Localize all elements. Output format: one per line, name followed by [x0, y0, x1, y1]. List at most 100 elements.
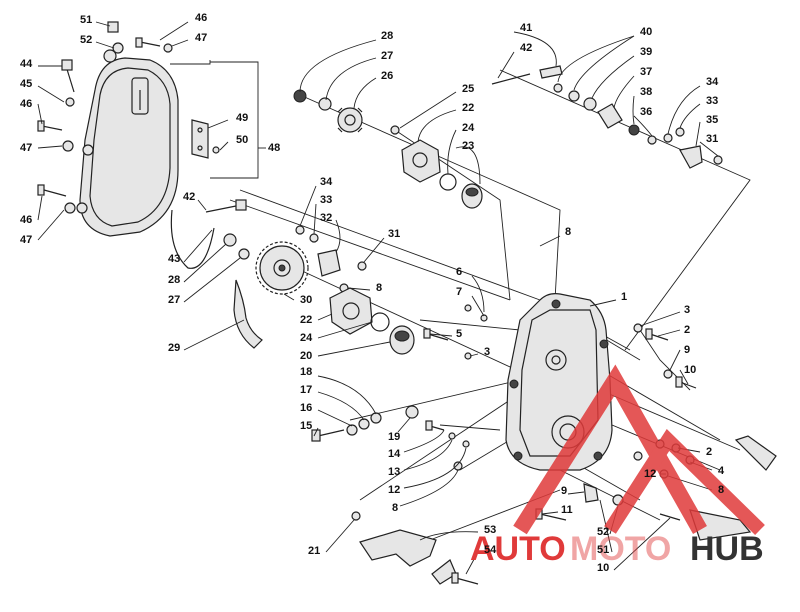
part-label-15: 15	[300, 420, 312, 432]
part-label-47a: 47	[195, 32, 207, 44]
part-number-labels: 5152464744454647495048464728272625222423…	[20, 12, 725, 574]
part-label-38: 38	[640, 86, 652, 98]
leader-lines	[37, 21, 719, 575]
part-label-20: 20	[300, 350, 312, 362]
part-label-27b: 27	[168, 294, 180, 306]
watermark-triangle-small	[604, 428, 765, 536]
part-label-43: 43	[168, 253, 180, 265]
part-label-46a: 46	[195, 12, 207, 24]
part-label-54: 54	[484, 544, 497, 556]
part-label-7: 7	[456, 286, 462, 298]
lower-bearing-housing	[329, 283, 415, 355]
part-label-11: 11	[561, 504, 573, 516]
part-label-50: 50	[236, 134, 248, 146]
watermark-text-left: AUTO	[470, 530, 566, 568]
part-label-8d: 8	[718, 484, 724, 496]
middle-tensioner-parts	[295, 225, 367, 277]
part-label-24a: 24	[462, 122, 475, 134]
bottom-bracket	[351, 511, 479, 585]
part-label-31a: 31	[706, 133, 718, 145]
drive-chain-and-slider	[170, 199, 263, 349]
part-label-44: 44	[20, 58, 33, 70]
part-label-46b: 46	[20, 98, 32, 110]
part-label-25: 25	[462, 83, 474, 95]
watermark-text-right: HUB	[690, 530, 764, 568]
part-label-1: 1	[621, 291, 627, 303]
part-label-35: 35	[706, 114, 718, 126]
part-label-51b: 51	[597, 544, 609, 556]
part-label-9b: 9	[561, 485, 567, 497]
watermark-logo-icon	[513, 364, 765, 536]
part-label-22a: 22	[462, 102, 474, 114]
part-label-2b: 2	[706, 446, 712, 458]
part-label-45: 45	[20, 78, 32, 90]
part-label-3b: 3	[684, 304, 690, 316]
part-label-21: 21	[308, 545, 320, 557]
part-label-6: 6	[456, 266, 462, 278]
part-label-37: 37	[640, 66, 652, 78]
part-label-42b: 42	[183, 191, 195, 203]
part-label-12b: 12	[644, 468, 656, 480]
small-fasteners-middle	[423, 304, 488, 360]
tensioner-parts	[491, 65, 723, 169]
part-label-3a: 3	[484, 346, 490, 358]
watermark-triangle-large	[513, 364, 707, 535]
part-label-47b: 47	[20, 142, 32, 154]
part-label-31b: 31	[388, 228, 400, 240]
part-label-26: 26	[381, 70, 393, 82]
watermark-text-middle: MOTO	[570, 530, 671, 568]
part-label-52b: 52	[597, 526, 609, 538]
part-label-40: 40	[640, 26, 652, 38]
part-label-28a: 28	[381, 30, 393, 42]
part-label-8a: 8	[565, 226, 571, 238]
large-sprocket	[255, 241, 309, 295]
part-label-17: 17	[300, 384, 312, 396]
part-label-16: 16	[300, 402, 312, 414]
part-label-12a: 12	[388, 484, 400, 496]
part-label-36: 36	[640, 106, 652, 118]
part-label-42a: 42	[520, 42, 532, 54]
part-label-49: 49	[236, 112, 248, 124]
right-side-bolts	[633, 323, 697, 389]
part-label-29: 29	[168, 342, 180, 354]
part-label-14: 14	[388, 448, 401, 460]
chain-case-cover	[76, 49, 179, 237]
part-label-28b: 28	[168, 274, 180, 286]
part-label-19: 19	[388, 431, 400, 443]
upper-bearing-housing	[390, 125, 483, 209]
part-label-46c: 46	[20, 214, 32, 226]
part-label-18: 18	[300, 366, 312, 378]
upper-sprocket-group	[293, 89, 363, 133]
lower-left-fasteners	[311, 405, 470, 471]
part-label-33a: 33	[706, 95, 718, 107]
part-label-5: 5	[456, 328, 462, 340]
part-label-9a: 9	[684, 344, 690, 356]
part-label-47c: 47	[20, 234, 32, 246]
bracket-plate	[191, 119, 220, 159]
part-label-30: 30	[300, 294, 312, 306]
part-label-48: 48	[268, 142, 280, 154]
part-label-4: 4	[718, 465, 725, 477]
part-label-34a: 34	[706, 76, 719, 88]
part-label-10a: 10	[684, 364, 696, 376]
part-label-8b: 8	[376, 282, 382, 294]
part-label-32: 32	[320, 212, 332, 224]
part-label-22b: 22	[300, 314, 312, 326]
part-label-39: 39	[640, 46, 652, 58]
chain-case-housing	[505, 293, 613, 471]
part-label-10b: 10	[597, 562, 609, 574]
part-label-2a: 2	[684, 324, 690, 336]
part-label-51: 51	[80, 14, 92, 26]
part-label-8c: 8	[392, 502, 398, 514]
part-label-33b: 33	[320, 194, 332, 206]
part-label-13: 13	[388, 466, 400, 478]
cover-bolts	[37, 21, 173, 214]
watermark-wordmark: AUTO MOTO HUB	[470, 530, 764, 568]
part-label-53: 53	[484, 524, 496, 536]
part-label-34b: 34	[320, 176, 333, 188]
bracket-48	[210, 61, 259, 179]
part-label-24b: 24	[300, 332, 313, 344]
part-label-41: 41	[520, 22, 532, 34]
part-label-27a: 27	[381, 50, 393, 62]
